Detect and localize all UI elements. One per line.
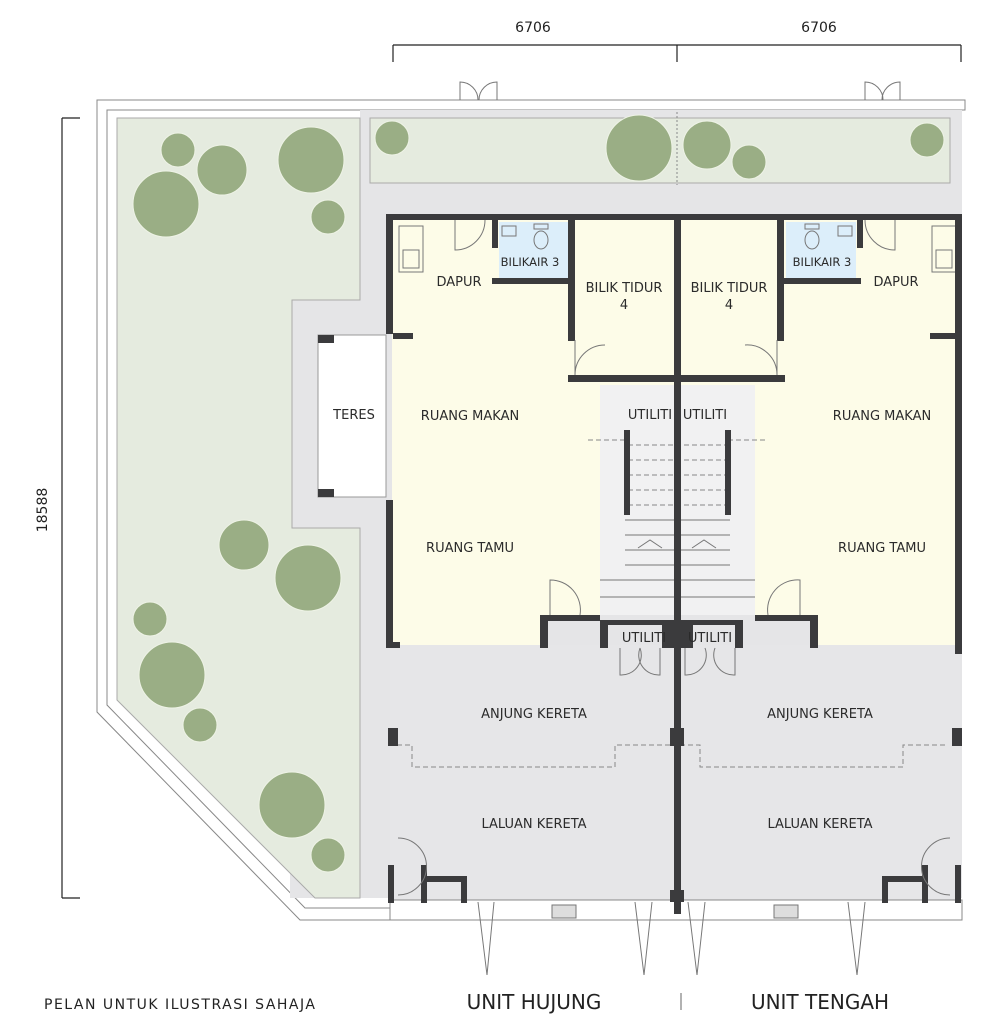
tree-icon bbox=[274, 544, 342, 612]
roof-line-left bbox=[397, 744, 675, 768]
tree-icon bbox=[374, 120, 410, 156]
site-boundary-wall bbox=[96, 99, 966, 921]
terrace bbox=[317, 334, 387, 498]
room-label-utility-upper-right: UTILITI bbox=[683, 408, 727, 423]
room-label-bedroom-left-number: 4 bbox=[620, 298, 628, 313]
room-label-bedroom-right-number: 4 bbox=[725, 298, 733, 313]
interior-right bbox=[680, 218, 958, 645]
room-label-dining-right: RUANG MAKAN bbox=[833, 409, 931, 424]
tree-icon bbox=[277, 126, 345, 194]
tree-icon bbox=[258, 771, 326, 839]
room-label-terrace: TERES bbox=[332, 408, 375, 423]
dimension-depth: 18588 bbox=[35, 488, 51, 533]
tree-icon bbox=[218, 519, 270, 571]
room-label-utility-upper-left: UTILITI bbox=[628, 408, 672, 423]
dimension-width-left: 6706 bbox=[515, 20, 551, 36]
tree-icon bbox=[682, 120, 732, 170]
dimension-width-right: 6706 bbox=[801, 20, 837, 36]
walls bbox=[386, 214, 962, 914]
room-label-driveway-left: LALUAN KERETA bbox=[481, 817, 586, 832]
room-label-bedroom-right: BILIK TIDUR bbox=[691, 281, 768, 296]
room-label-bedroom-left: BILIK TIDUR bbox=[586, 281, 663, 296]
room-label-bathroom-left: BILIKAIR 3 bbox=[501, 255, 560, 269]
room-label-living-left: RUANG TAMU bbox=[426, 541, 514, 556]
tree-icon bbox=[909, 122, 945, 158]
tree-icon bbox=[310, 837, 346, 873]
tree-icon bbox=[132, 601, 168, 637]
tree-icon bbox=[605, 114, 673, 182]
room-label-bathroom-right: BILIKAIR 3 bbox=[793, 255, 852, 269]
dimension-left bbox=[61, 117, 80, 899]
room-label-carporch-left: ANJUNG KERETA bbox=[481, 707, 587, 722]
tree-icon bbox=[132, 170, 200, 238]
room-label-driveway-right: LALUAN KERETA bbox=[767, 817, 872, 832]
tree-icon bbox=[160, 132, 196, 168]
unit-label-left: UNIT HUJUNG bbox=[467, 990, 602, 1014]
tree-icon bbox=[731, 144, 767, 180]
room-label-dining-left: RUANG MAKAN bbox=[421, 409, 519, 424]
bathroom-left bbox=[499, 222, 569, 278]
interior-left bbox=[392, 218, 675, 645]
room-label-utility-lower-right: UTILITI bbox=[688, 631, 732, 646]
bathroom-right bbox=[786, 222, 856, 278]
tree-icon bbox=[310, 199, 346, 235]
tree-icon bbox=[138, 641, 206, 709]
door-swings bbox=[397, 219, 951, 976]
roof-line-right bbox=[680, 744, 945, 768]
room-label-kitchen-right: DAPUR bbox=[873, 275, 918, 290]
room-label-utility-lower-left: UTILITI bbox=[622, 631, 666, 646]
unit-label-right: UNIT TENGAH bbox=[751, 990, 889, 1014]
room-label-kitchen-left: DAPUR bbox=[436, 275, 481, 290]
tree-icon bbox=[196, 144, 248, 196]
room-label-carporch-right: ANJUNG KERETA bbox=[767, 707, 873, 722]
trees bbox=[132, 114, 945, 873]
garden-gates bbox=[459, 81, 901, 101]
room-label-living-right: RUANG TAMU bbox=[838, 541, 926, 556]
dimension-top bbox=[392, 44, 962, 62]
tree-icon bbox=[182, 707, 218, 743]
disclaimer-note: PELAN UNTUK ILUSTRASI SAHAJA bbox=[44, 997, 316, 1013]
